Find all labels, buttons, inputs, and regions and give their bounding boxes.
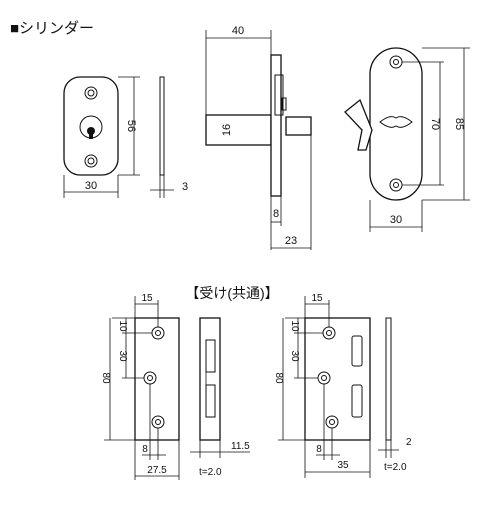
dim-r1-bottom-offset: 8 [142,444,148,455]
receiver-1-side: 11.5 t=2.0 [190,317,250,478]
dim-r1-side-depth: 11.5 [231,441,250,452]
dim-back-height: 85 [453,118,465,130]
dim-r1-height: 80 [100,372,111,384]
dim-front-width: 30 [85,180,97,192]
dim-r2-thickness: t=2.0 [384,462,407,473]
dim-r2-bottom-offset: 8 [316,444,322,455]
dim-r2-top-hole: 15 [311,293,323,304]
dim-r2-side-depth: 2 [406,437,412,448]
dim-back-width: 30 [390,214,402,226]
dim-side-thickness: 3 [182,181,188,193]
cam-shaft [285,116,312,136]
cylinder-side-thickness: 3 [150,76,188,198]
dim-r1-thickness: t=2.0 [199,467,222,478]
dim-r1-hole-pitch: 30 [117,350,128,362]
dim-projection: 23 [285,235,297,247]
receiver-2-side-body [385,317,392,441]
dim-r1-top-hole: 15 [141,293,153,304]
receiver-1-plate [134,317,180,441]
mounting-plate [270,54,282,197]
dim-r2-hole-pitch: 30 [289,350,300,362]
cylinder-front-view: 30 56 [63,76,140,198]
cylinder-side-view: 40 16 8 23 [205,25,312,250]
cylinder-back-view: 70 85 30 [344,47,470,232]
cam-slot [379,116,413,128]
receiver-1-front: 15 10 30 80 8 27.5 [100,293,180,480]
front-plate [63,76,119,176]
receiver-2-front: 15 10 30 80 8 35 [273,293,371,478]
front-screw-top [84,86,98,100]
dim-r2-height: 80 [273,372,284,384]
cylinder-title: ■シリンダー [10,20,94,37]
cam-lever [344,98,373,151]
back-plate [369,47,423,201]
dim-plate-offset: 8 [273,208,279,220]
cylinder-barrel [205,114,272,146]
receiver-2-slot-top [351,335,363,367]
dim-r2-width: 35 [337,460,349,471]
front-screw-bottom [84,154,98,168]
receiver-1-side-body [199,317,221,441]
dim-r1-width: 27.5 [147,465,167,476]
receiver-2-slot-bottom [351,384,363,418]
dim-back-hole-pitch: 70 [429,118,441,130]
receiver-2-side: 2 t=2.0 [378,317,412,473]
dim-barrel-dia: 16 [221,124,233,136]
dim-r2-edge-margin: 10 [289,320,300,332]
dim-front-height: 56 [125,120,137,132]
dim-r1-edge-margin: 10 [117,320,128,332]
receiver-title: 【受け(共通)】 [185,285,278,301]
dim-depth: 40 [232,25,244,37]
